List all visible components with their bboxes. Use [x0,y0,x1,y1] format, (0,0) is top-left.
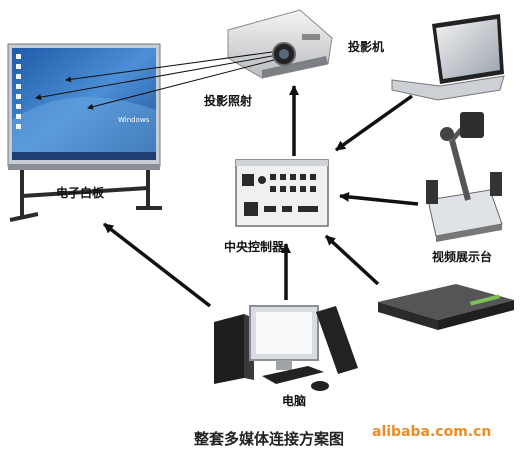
label-projection: 投影照射 [204,94,253,108]
projector [227,9,333,79]
central-controller [235,159,329,227]
whiteboard-stand [9,170,162,222]
document-camera [426,112,503,242]
label-controller: 中央控制器 [224,240,285,254]
dvd-player [378,284,514,330]
connection-arrows [102,85,419,308]
label-projector: 投影机 [348,40,385,54]
watermark: alibaba.com.cn [372,424,492,440]
arrow-from-visualizer [339,191,419,206]
screen-logo: Windows [118,116,150,124]
desktop-computer [214,305,358,391]
label-whiteboard: 电子白板 [56,186,105,200]
label-visualizer: 视频展示台 [432,250,493,264]
arrow-from-dvd [324,234,380,286]
electronic-whiteboard: Windows [7,43,162,222]
diagram-caption: 整套多媒体连接方案图 [194,430,345,448]
arrow-from-laptop [334,94,414,152]
projection-beams [35,51,275,110]
label-computer: 电脑 [282,394,307,408]
arrow-to-whiteboard [102,222,212,308]
laptop [391,14,505,101]
